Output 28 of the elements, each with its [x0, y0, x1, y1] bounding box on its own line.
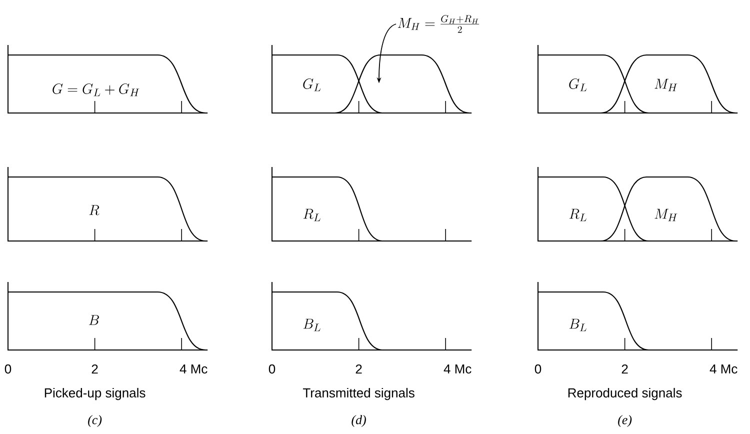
- panel-letter: (c): [88, 415, 102, 427]
- curve-label: $R$: [89, 205, 100, 216]
- axis-tick-label: 0: [4, 364, 12, 374]
- curve-label: $B$: [88, 315, 99, 325]
- panel-caption: Picked-up signals: [44, 388, 146, 400]
- curve-label: $G_L$: [303, 78, 321, 92]
- curve-label: $M_H$: [654, 208, 678, 222]
- curve-label: $M_H$: [654, 78, 678, 92]
- axis-tick-label: 2: [622, 364, 628, 374]
- curve-label: $B_L$: [303, 318, 320, 332]
- panel-caption: Reproduced signals: [568, 388, 682, 400]
- axis-tick-label: 4 Mc: [444, 364, 472, 374]
- panel-caption: Transmitted signals: [303, 388, 414, 400]
- formula-label: $M_H = \frac{G_H + R_H}{2}$: [398, 15, 480, 33]
- axis-tick-label: 4 Mc: [180, 364, 208, 374]
- curve-label: $B_L$: [569, 318, 586, 332]
- curve-label: $G = G_L + G_H$: [52, 84, 140, 96]
- curve-label: $R_L$: [569, 208, 586, 222]
- curve-label: $G_L$: [569, 78, 587, 92]
- panel-letter: (d): [352, 415, 366, 427]
- spectrum-curve: [334, 54, 470, 114]
- axis-tick-label: 2: [356, 364, 362, 374]
- curve-label: $R_L$: [303, 208, 320, 222]
- axis-tick-label: 0: [268, 364, 276, 374]
- axis-tick-label: 4 Mc: [710, 364, 738, 374]
- axis-tick-label: 2: [92, 364, 98, 374]
- axis-tick-label: 0: [534, 364, 542, 374]
- panel-letter: (e): [618, 415, 632, 427]
